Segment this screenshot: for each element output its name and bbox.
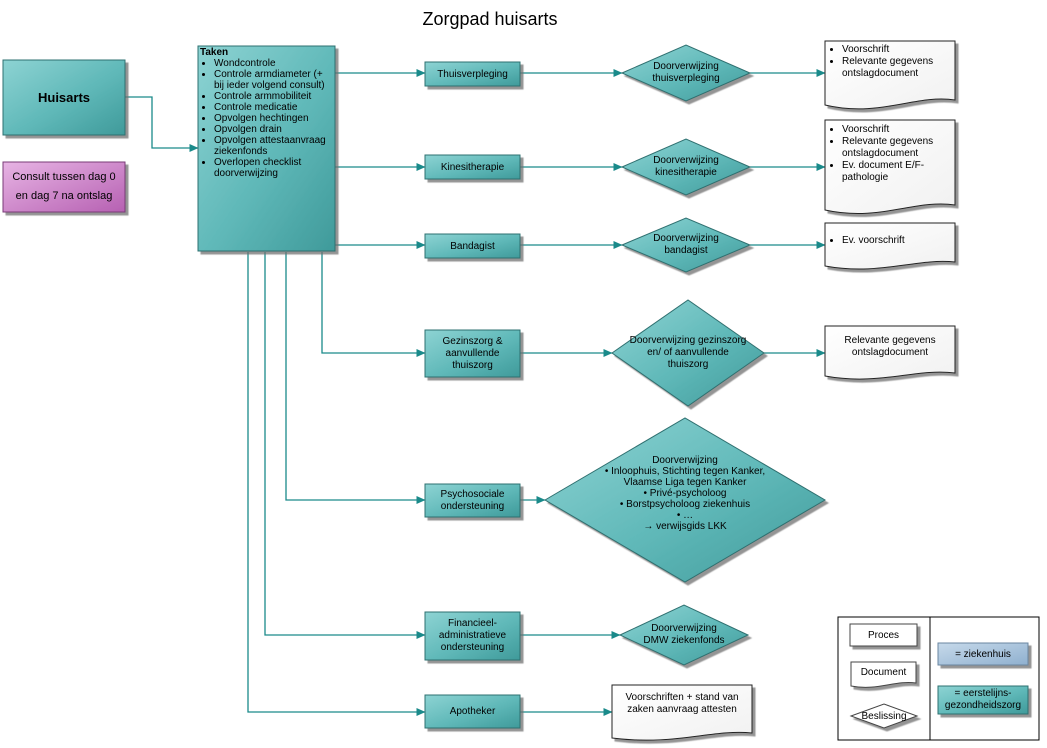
document-bandagist-label: Ev. voorschrift xyxy=(828,235,953,247)
process-thuisverpleging xyxy=(424,61,521,87)
process-financieel xyxy=(424,611,521,661)
document-item: Relevante gegevens ontslagdocument xyxy=(842,56,953,80)
process-bandagist-label: Bandagist xyxy=(450,240,495,252)
connectors xyxy=(125,69,826,716)
document-kinesitherapie-label: Voorschrift Relevante gegevens ontslagdo… xyxy=(828,124,953,184)
document-apotheker xyxy=(611,684,753,741)
decision-gezinszorg xyxy=(611,299,765,407)
taken-content: Taken Wondcontrole Controle armdiameter … xyxy=(200,47,334,179)
taken-item: Controle medicatie xyxy=(214,102,334,113)
document-thuisverpleging xyxy=(824,40,956,110)
consult-label: Consult tussen dag 0 en dag 7 na ontslag xyxy=(12,171,116,202)
arrow-taken-apotheker xyxy=(247,252,426,716)
document-gezinszorg-label: Relevante gegevens ontslagdocument xyxy=(844,335,936,358)
taken-item: Opvolgen drain xyxy=(214,124,334,135)
psychosociale-item: • … xyxy=(676,510,694,521)
psychosociale-item: • Privé-psycholoog xyxy=(643,488,727,499)
document-bandagist xyxy=(824,222,956,270)
consult-box xyxy=(2,161,126,213)
legend xyxy=(837,616,1040,741)
document-item: Relevante gegevens ontslagdocument xyxy=(842,136,953,160)
psychosociale-item: • Inloophuis, Stichting tegen Kanker, Vl… xyxy=(604,466,766,488)
taken-item: Overlopen checklist doorverwijzing xyxy=(214,157,334,179)
legend-beslissing-label: Beslissing xyxy=(861,710,907,722)
legend-beslissing-shape xyxy=(849,703,919,729)
psychosociale-heading: Doorverwijzing xyxy=(652,455,718,466)
process-thuisverpleging-label: Thuisverpleging xyxy=(437,68,508,80)
decision-financieel-label: Doorverwijzing DMW ziekenfonds xyxy=(643,623,725,646)
decision-psychosociale-label: Doorverwijzing • Inloophuis, Stichting t… xyxy=(595,455,775,532)
taken-item: Opvolgen attestaanvraag ziekenfonds xyxy=(214,135,334,157)
document-item: Ev. voorschrift xyxy=(842,235,953,247)
taken-item: Wondcontrole xyxy=(214,58,334,69)
legend-proces-label: Proces xyxy=(867,629,900,641)
document-kinesitherapie xyxy=(824,119,956,214)
legend-document-label: Document xyxy=(860,666,907,678)
arrow-taken-psychosociale xyxy=(285,252,426,504)
document-item: Voorschrift xyxy=(842,124,953,136)
process-psychosociale xyxy=(424,483,521,518)
process-kinesitherapie xyxy=(424,154,521,180)
decision-kinesitherapie xyxy=(620,138,752,196)
legend-document-shape xyxy=(850,661,917,688)
psychosociale-footer: → verwijsgids LKK xyxy=(643,521,727,532)
legend-eerstelijns-label: = eerstelijns-gezondheidszorg xyxy=(944,688,1022,711)
legend-ziekenhuis-swatch xyxy=(937,642,1029,666)
arrow-huisarts-taken xyxy=(125,96,199,152)
arrow-taken-gezinszorg xyxy=(321,252,426,357)
document-item: Voorschrift xyxy=(842,44,953,56)
decision-financieel xyxy=(618,604,750,666)
psychosociale-item: • Borstpsycholoog ziekenhuis xyxy=(619,499,751,510)
process-gezinszorg-label: Gezinszorg & aanvullende thuiszorg xyxy=(442,335,503,371)
process-kinesitherapie-label: Kinesitherapie xyxy=(440,161,505,173)
process-financieel-label: Financieel-administratieve ondersteuning xyxy=(438,618,507,653)
document-item: Ev. document E/F-pathologie xyxy=(842,160,953,184)
decision-gezinszorg-label: Doorverwijzing gezinszorg en/ of aanvull… xyxy=(629,335,747,370)
decision-psychosociale xyxy=(544,417,826,583)
taken-item: Controle armdiameter (+ bij ieder volgen… xyxy=(214,69,334,91)
taken-item: Controle armmobiliteit xyxy=(214,91,334,102)
document-thuisverpleging-label: Voorschrift Relevante gegevens ontslagdo… xyxy=(828,44,953,80)
decision-kinesitherapie-label: Doorverwijzing kinesitherapie xyxy=(653,155,719,178)
taken-item: Opvolgen hechtingen xyxy=(214,113,334,124)
document-gezinszorg xyxy=(824,325,956,380)
decision-thuisverpleging-label: Doorverwijzing thuisverpleging xyxy=(652,61,720,84)
process-gezinszorg xyxy=(424,329,521,378)
taken-box xyxy=(197,45,336,252)
huisarts-label: Huisarts xyxy=(37,90,91,105)
decision-bandagist-label: Doorverwijzing bandagist xyxy=(653,233,719,256)
legend-proces-shape xyxy=(849,623,918,647)
process-bandagist xyxy=(424,233,521,259)
decision-thuisverpleging xyxy=(620,44,752,102)
process-psychosociale-label: Psychosociale ondersteuning xyxy=(440,488,505,512)
huisarts-box xyxy=(2,59,126,136)
legend-ziekenhuis-label: = ziekenhuis xyxy=(955,648,1011,660)
taken-heading: Taken xyxy=(200,47,229,58)
page-title: Zorgpad huisarts xyxy=(422,9,558,29)
arrow-taken-financieel xyxy=(264,252,426,639)
taken-list: Wondcontrole Controle armdiameter (+ bij… xyxy=(200,58,334,179)
document-apotheker-label: Voorschriften + stand van zaken aanvraag… xyxy=(625,692,739,715)
decision-bandagist xyxy=(620,217,752,273)
process-apotheker xyxy=(424,694,521,729)
process-apotheker-label: Apotheker xyxy=(449,706,496,717)
legend-eerstelijns-swatch xyxy=(937,685,1029,715)
